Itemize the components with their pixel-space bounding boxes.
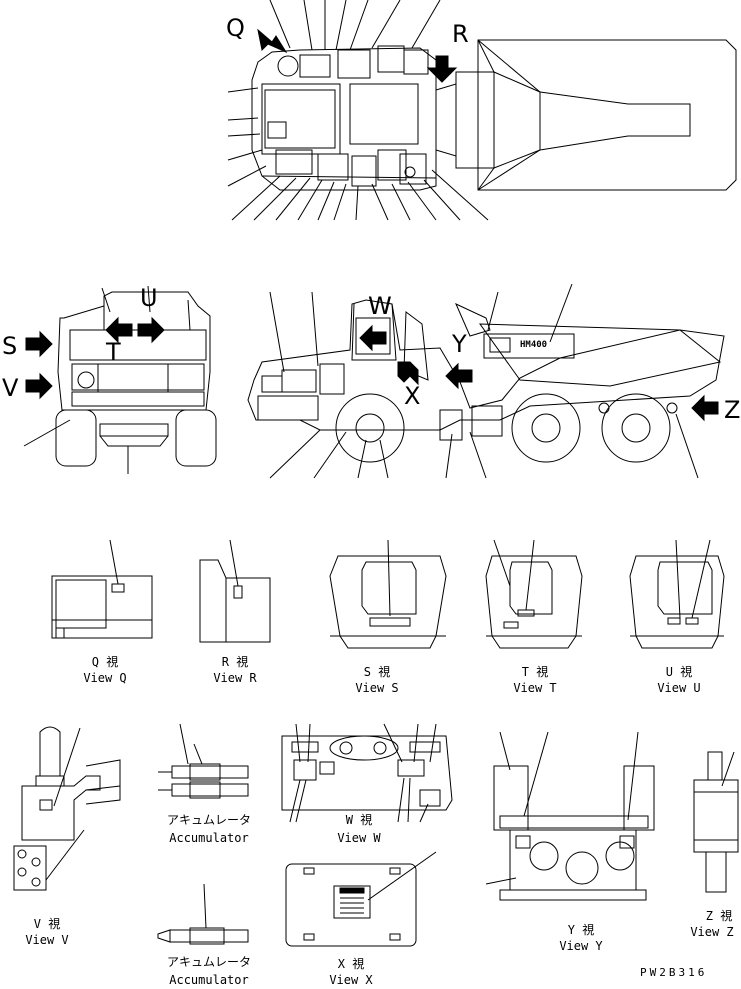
arrow-q-icon — [257, 28, 288, 54]
arrow-r-icon — [426, 55, 458, 83]
arrow-u-icon — [137, 316, 165, 344]
accumulator-2-en: Accumulator — [169, 973, 249, 987]
accumulator-drawing-1 — [158, 723, 249, 799]
arrow-s-icon — [25, 330, 53, 358]
view-q-en: View Q — [83, 671, 127, 685]
accumulator-1-en: Accumulator — [169, 831, 249, 845]
view-y-en: View Y — [559, 939, 603, 953]
view-w-jp: W 視 — [345, 813, 373, 827]
view-x-jp: X 視 — [337, 957, 365, 971]
view-w-drawing — [281, 723, 453, 823]
view-y-jp: Y 視 — [567, 923, 595, 937]
marker-s: S — [2, 332, 18, 360]
marker-v: V — [2, 374, 19, 402]
marker-y: Y — [452, 330, 467, 358]
view-w-en: View W — [337, 831, 381, 845]
brand-plate: HM400 — [520, 340, 548, 350]
view-q-jp: Q 視 — [91, 655, 119, 669]
drawing-code: PW2B316 — [640, 966, 708, 979]
view-s-en: View S — [355, 681, 399, 695]
view-u-drawing — [629, 539, 725, 649]
view-z-jp: Z 視 — [705, 909, 733, 923]
view-r-drawing — [199, 539, 271, 643]
top-plan-view — [227, 0, 737, 221]
view-s-drawing — [329, 539, 447, 649]
view-z-drawing — [693, 751, 739, 893]
marker-x: X — [404, 382, 421, 410]
view-u-jp: U 視 — [665, 665, 693, 679]
view-r-en: View R — [213, 671, 257, 685]
accumulator-drawing-2 — [157, 883, 249, 945]
arrow-t-icon — [105, 316, 133, 344]
view-v-drawing — [13, 726, 121, 891]
view-r-jp: R 視 — [221, 655, 249, 669]
view-u-en: View U — [657, 681, 701, 695]
marker-r: R — [452, 20, 469, 48]
view-s-jp: S 視 — [363, 665, 391, 679]
view-t-en: View T — [513, 681, 557, 695]
view-q-drawing — [51, 539, 153, 639]
view-t-jp: T 視 — [521, 665, 549, 679]
accumulator-2-jp: アキュムレータ — [166, 955, 251, 969]
view-z-en: View Z — [690, 925, 734, 939]
arrow-y-icon — [445, 362, 473, 390]
view-v-en: View V — [25, 933, 69, 947]
side-view — [247, 283, 725, 479]
view-v-jp: V 視 — [33, 917, 61, 931]
arrow-w-icon — [359, 324, 387, 352]
accumulator-1-jp: アキュムレータ — [166, 813, 251, 827]
arrow-z-icon — [691, 394, 719, 422]
view-t-drawing — [485, 539, 583, 649]
view-x-drawing — [285, 851, 437, 947]
view-x-en: View X — [329, 973, 373, 987]
marker-z: Z — [724, 396, 741, 424]
marker-w: W — [368, 292, 392, 320]
arrow-v-icon — [25, 372, 53, 400]
arrow-x-icon — [397, 361, 419, 386]
marker-u: U — [140, 284, 158, 312]
marker-q: Q — [226, 14, 245, 42]
front-view — [23, 285, 217, 474]
marker-t: T — [106, 338, 121, 366]
view-y-drawing — [485, 731, 655, 901]
